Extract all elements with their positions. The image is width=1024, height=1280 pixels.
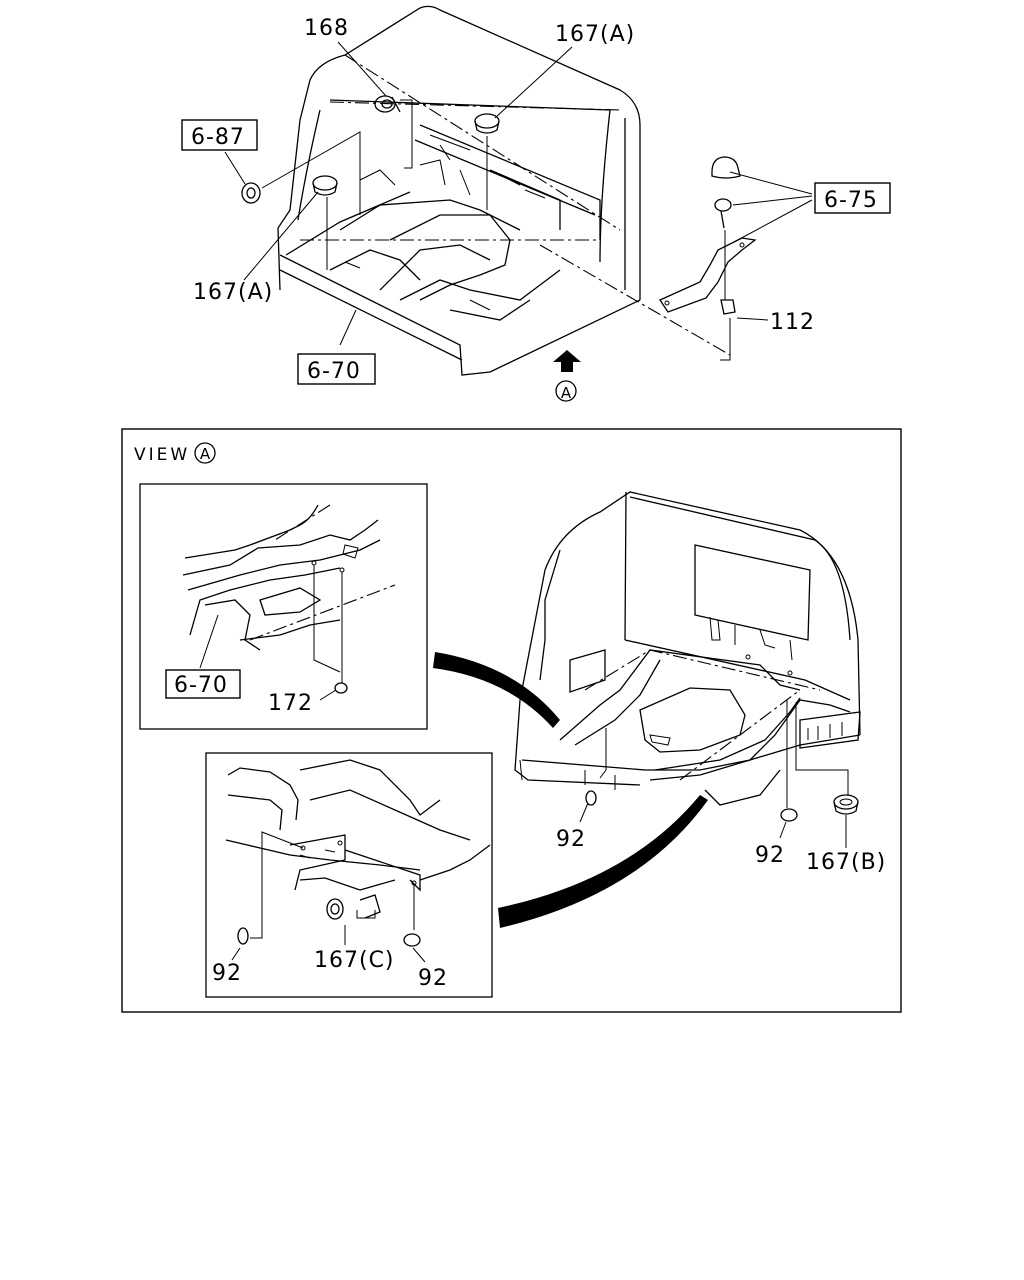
pointer-arc-upper bbox=[433, 652, 560, 728]
callout-92-main-left: 92 bbox=[556, 827, 586, 852]
ref-label-6-87: 6-87 bbox=[191, 125, 245, 150]
detail-inset-2 bbox=[205, 752, 493, 998]
grommet-167a-left-icon bbox=[312, 175, 338, 196]
ref-label-6-75: 6-75 bbox=[824, 188, 878, 213]
ref-box-6-70 bbox=[297, 353, 376, 385]
lower-cab-drawing bbox=[514, 491, 861, 806]
lower-main-leaders bbox=[579, 700, 849, 848]
upper-cab-drawing bbox=[277, 5, 731, 376]
grommet-167b-icon bbox=[833, 794, 859, 815]
inset-1-leaders bbox=[199, 560, 345, 701]
view-marker-letter: A bbox=[561, 384, 572, 402]
callout-92-inset-right: 92 bbox=[418, 966, 448, 991]
callout-167c: 167(C) bbox=[314, 948, 395, 973]
upper-leader-lines bbox=[224, 41, 813, 361]
view-marker-circle bbox=[555, 380, 577, 402]
grommet-6-87-icon bbox=[241, 182, 261, 204]
callout-167b: 167(B) bbox=[806, 850, 886, 875]
callout-172: 172 bbox=[268, 691, 313, 716]
seal-92-inset-left-icon bbox=[237, 927, 249, 945]
clip-112-icon bbox=[720, 299, 736, 315]
cap-6-75-icon bbox=[711, 156, 741, 179]
callout-92-inset-left: 92 bbox=[212, 961, 242, 986]
inset-1-ref-box bbox=[165, 669, 241, 699]
grommet-167a-top-icon bbox=[474, 113, 500, 134]
ref-box-6-87 bbox=[181, 119, 258, 151]
view-a-frame bbox=[121, 428, 902, 1013]
seal-92-inset-right-icon bbox=[403, 933, 421, 947]
callout-92-main-right: 92 bbox=[755, 843, 785, 868]
grommet-167c-icon bbox=[326, 898, 344, 920]
inset-2-drawing bbox=[225, 759, 491, 919]
inset-1-ref-label: 6-70 bbox=[174, 673, 228, 698]
bracket-6-75-icon bbox=[659, 237, 757, 313]
inset-2-leaders bbox=[231, 831, 426, 963]
callout-167a-top: 167(A) bbox=[555, 22, 635, 47]
screw-6-75-icon bbox=[714, 198, 732, 229]
view-arrow-icon bbox=[553, 350, 581, 372]
ref-label-6-70: 6-70 bbox=[307, 359, 361, 384]
callout-168: 168 bbox=[304, 16, 349, 41]
plug-168-icon bbox=[374, 95, 401, 113]
view-frame-marker-letter: A bbox=[200, 445, 211, 463]
detail-inset-1 bbox=[139, 483, 428, 730]
callout-112: 112 bbox=[770, 310, 815, 335]
callout-167a-left: 167(A) bbox=[193, 280, 273, 305]
inset-1-drawing bbox=[182, 504, 396, 651]
view-frame-title: VIEW bbox=[134, 445, 190, 465]
ref-box-6-75 bbox=[814, 182, 891, 214]
seal-92-main-left-icon bbox=[585, 790, 597, 806]
seal-92-main-right-icon bbox=[780, 808, 798, 822]
seal-172-icon bbox=[334, 682, 348, 694]
pointer-arc-lower bbox=[498, 795, 708, 928]
view-frame-marker-circle bbox=[194, 442, 216, 464]
